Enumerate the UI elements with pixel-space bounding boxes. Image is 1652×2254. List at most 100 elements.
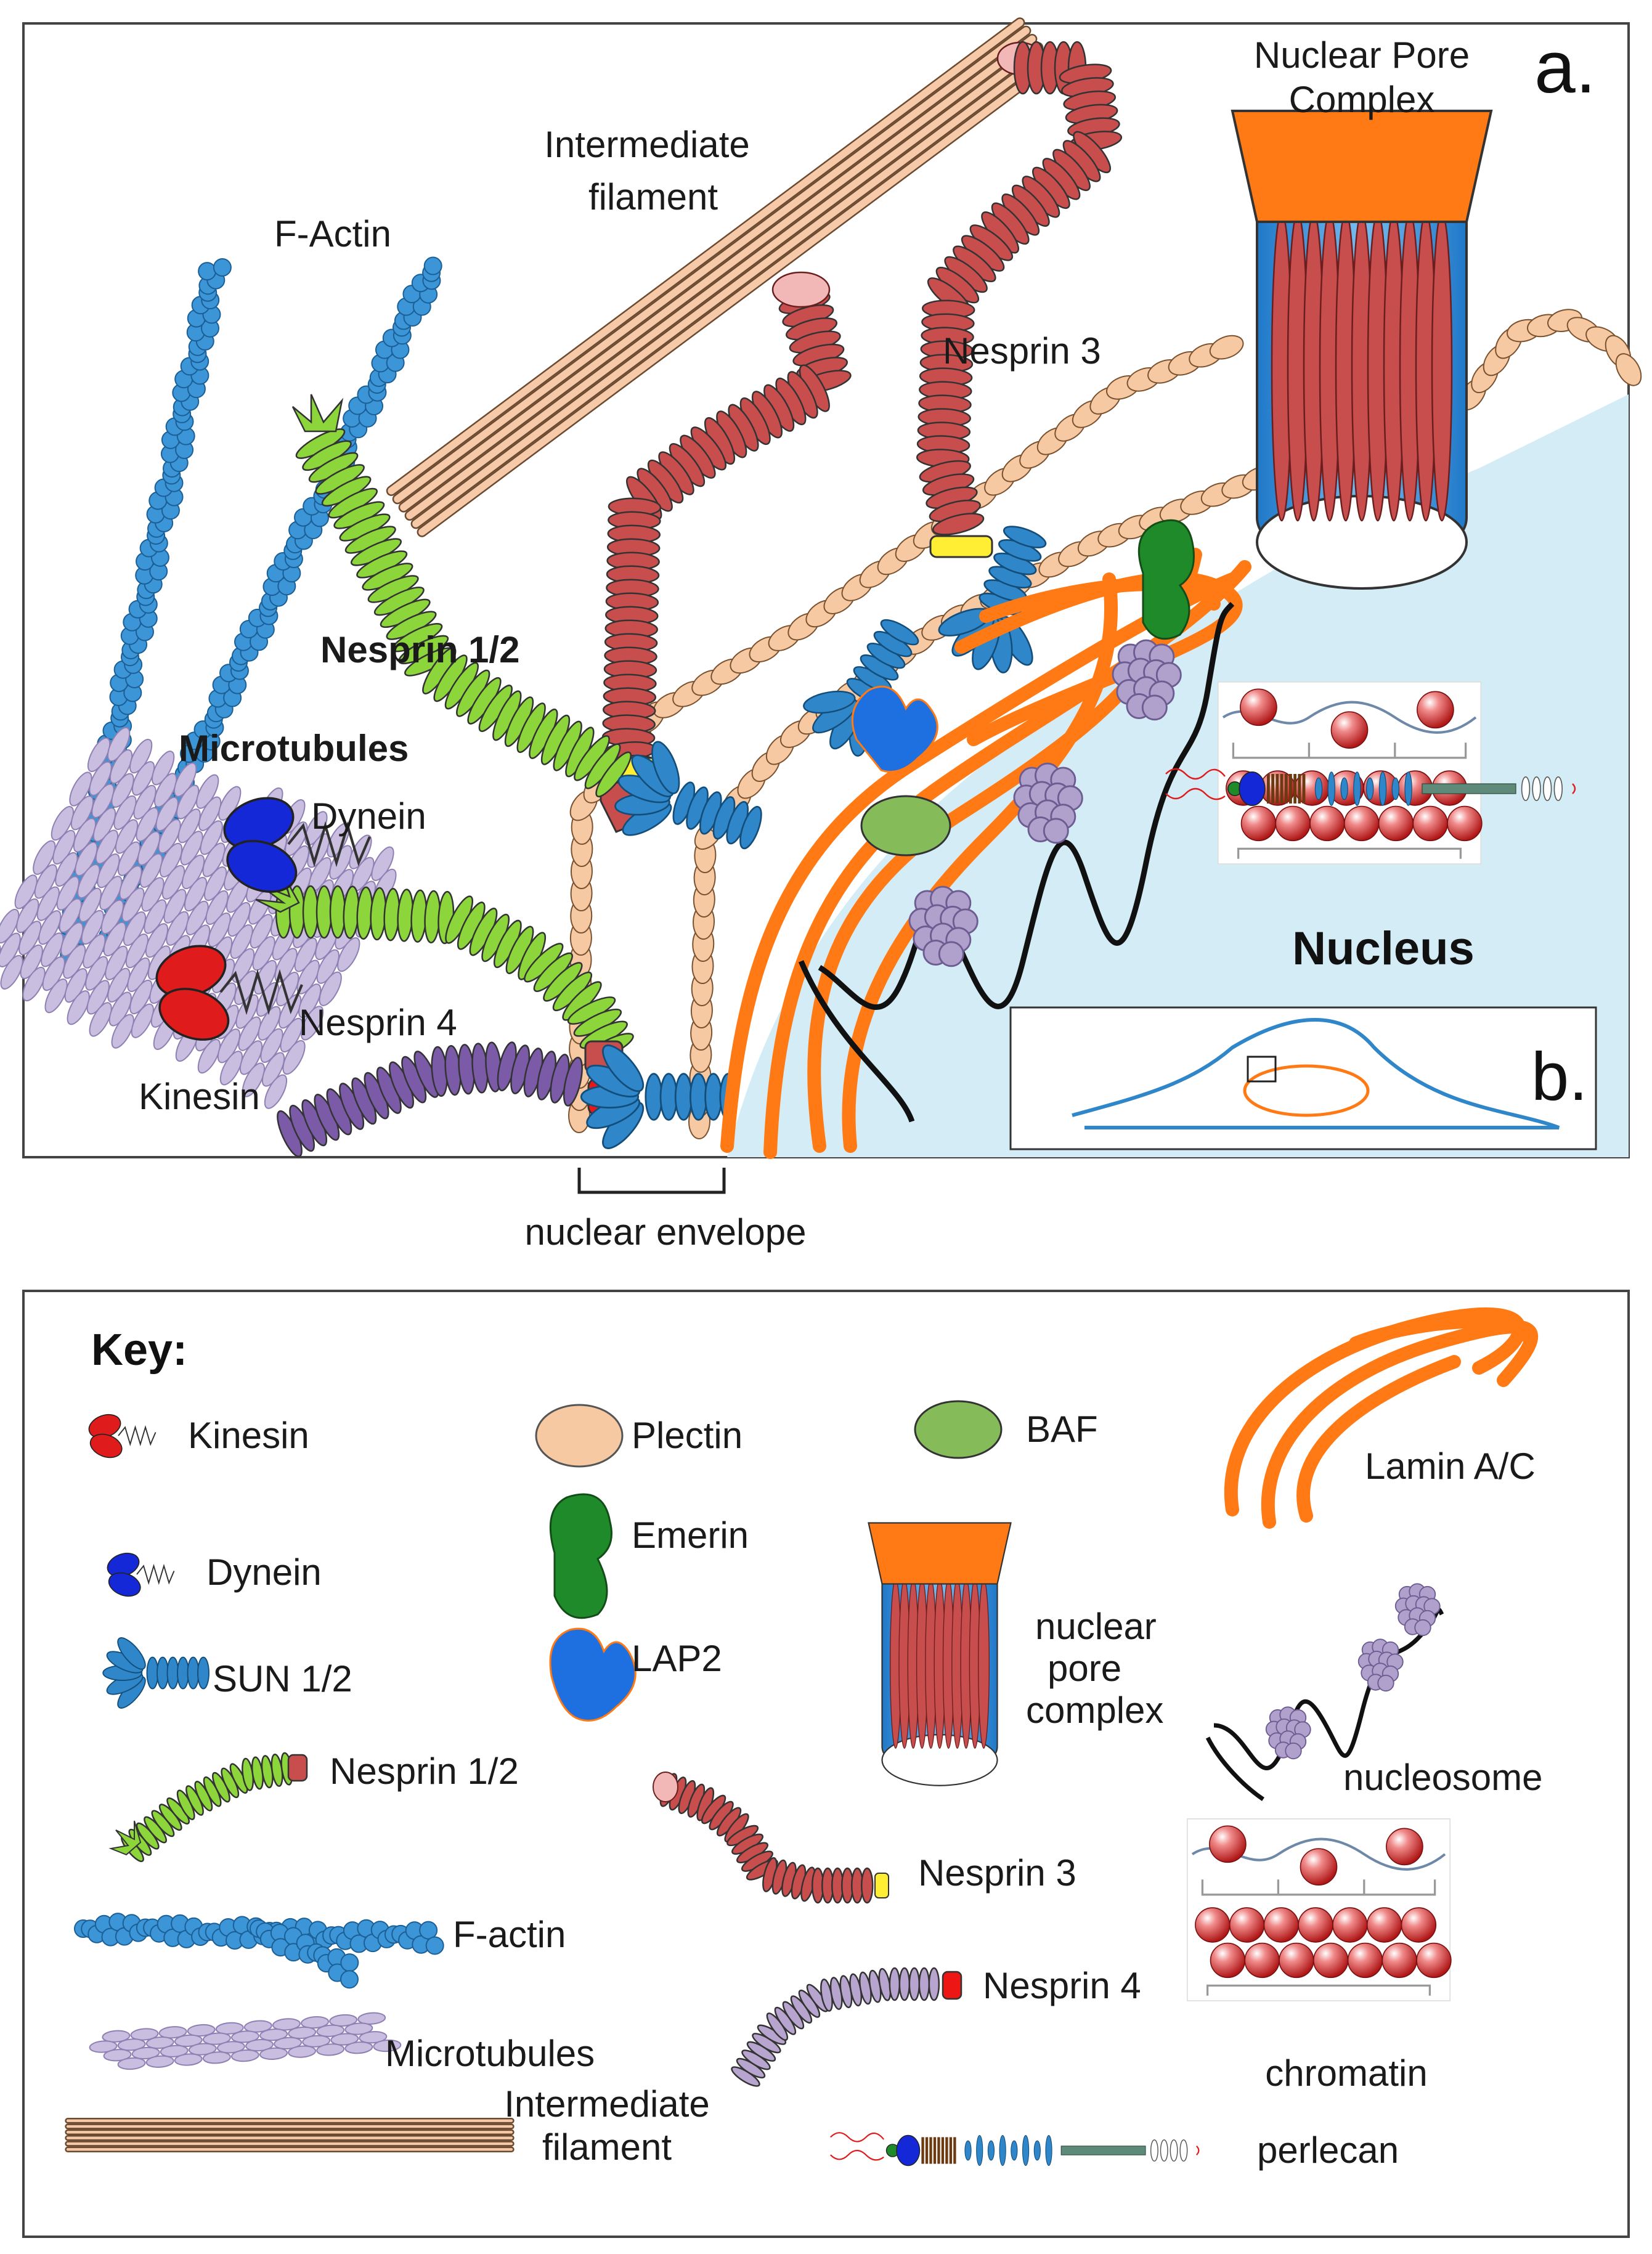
microtubule-bundle-unit <box>14 874 38 909</box>
microtubule-bundle-unit <box>69 771 92 807</box>
sun-cluster-head <box>602 1044 645 1092</box>
microtubule-bundle-unit <box>300 1006 324 1041</box>
key-microtubule-icon-unit <box>259 2047 288 2060</box>
microtubule-bundle-unit <box>123 911 147 946</box>
microtubule-bundle-unit <box>55 852 78 887</box>
key-microtubule-icon-unit <box>158 2026 187 2039</box>
key-chromatin-icon-fiber-sphere <box>1210 1942 1246 1979</box>
key-nesprin4-icon <box>731 1967 940 2087</box>
emerin-protein <box>1137 519 1195 640</box>
label-microtubules: Microtubules <box>179 728 409 769</box>
key-kinesin-icon <box>88 1414 157 1459</box>
nuclear-pore-complex-cap <box>1231 110 1493 223</box>
perlecan-inset-domain-3 <box>1293 774 1296 804</box>
microtubule-bundle-unit <box>177 808 201 844</box>
key-microtubule-icon-unit <box>230 2049 259 2062</box>
label-nesprin12: Nesprin 1/2 <box>320 629 519 670</box>
key-perlecan-icon-domain-4 <box>976 2134 983 2167</box>
key-npc-icon-strand <box>978 1578 990 1749</box>
key-title: Key: <box>91 1325 187 1375</box>
perlecan-inset-domain-4 <box>1327 771 1336 806</box>
microtubule-bundle-unit <box>103 921 126 957</box>
key-chromatin-icon-bracket <box>1206 1984 1431 1996</box>
key-npc-icon <box>868 1522 1012 1786</box>
key-dynein-icon <box>107 1552 175 1597</box>
perlecan-inset-domain-4 <box>1404 771 1412 806</box>
lamin-meshwork-strand <box>979 577 1221 623</box>
kinesin-motor-stalk <box>219 969 303 1015</box>
sun-cluster-head <box>803 690 856 714</box>
microtubule-bundle-unit <box>159 842 183 877</box>
key-chromatin-icon-fiber-sphere <box>1298 1907 1333 1943</box>
microtubule-bundle-unit <box>217 1028 241 1064</box>
panel-b-frame <box>1009 1006 1597 1150</box>
microtubule-bundle-unit <box>203 866 227 901</box>
key-lap2-icon <box>549 1627 637 1722</box>
microtubule-bundle-unit <box>78 887 102 922</box>
chromatin-inset-nucleosome <box>1330 711 1369 749</box>
nesprin12-protein <box>275 885 634 1061</box>
microtubule-bundle-unit <box>111 773 134 808</box>
microtubule-bundle-unit <box>137 831 161 866</box>
chromatin-inset-bracket <box>1237 847 1462 859</box>
key-plectin-icon <box>535 1404 624 1468</box>
key-microtubule-icon-unit <box>259 2028 288 2041</box>
key-legend <box>65 1307 1539 2167</box>
key-microtubule-icon-unit <box>174 2053 203 2066</box>
chromatin-inset-fiber-sphere <box>1309 805 1345 842</box>
microtubule-bundle-unit <box>196 774 219 809</box>
key-factin-icon-bead <box>419 1921 438 1940</box>
key-label-lap2: LAP2 <box>632 1638 722 1679</box>
perlecan-inset-domain-3 <box>1267 774 1270 804</box>
perlecan-inset-domain-3 <box>1302 774 1306 804</box>
key-label-nesprin3: Nesprin 3 <box>918 1852 1076 1894</box>
key-factin-icon <box>250 1919 359 1989</box>
key-chromatin-icon-fiber-sphere <box>1332 1907 1368 1943</box>
microtubule-bundle-unit <box>239 1040 263 1075</box>
key-dna-strand <box>1205 1736 1264 1801</box>
microtubule-bundle-unit <box>129 979 153 1015</box>
microtubule-bundle-unit <box>63 944 86 979</box>
key-microtubule-icon-unit <box>89 2040 118 2053</box>
key-microtubule-icon-unit <box>215 2022 244 2035</box>
key-microtubule-icon-unit <box>316 2043 345 2056</box>
key-nesprin4-icon-segment <box>898 1967 911 2001</box>
microtubule-bundle-unit <box>52 829 76 865</box>
dynein-motor-stalk <box>287 821 371 868</box>
label-nucleus: Nucleus <box>1292 922 1475 975</box>
microtubule-bundle-unit <box>261 1052 285 1087</box>
microtubule-bundle-unit <box>33 840 56 875</box>
microtubule-bundle-unit <box>337 937 360 972</box>
key-dna-strand <box>1213 1607 1444 1770</box>
nesprin12-calponin <box>291 394 344 433</box>
key-chromatin-icon-fiber-sphere <box>1229 1907 1265 1943</box>
key-lamin-icon <box>1224 1307 1539 1529</box>
key-microtubule-icon-unit <box>145 2055 174 2068</box>
microtubule-bundle-unit <box>109 749 133 784</box>
microtubule-bundle-unit <box>298 983 322 1019</box>
key-microtubule-icon-unit <box>130 2028 159 2041</box>
intermediate-filament-strand <box>412 52 1048 527</box>
perlecan-inset-domain-2 <box>1239 771 1266 807</box>
microtubule-bundle-unit <box>59 898 82 933</box>
if-binding-end <box>771 271 831 308</box>
microtubule-bundle-unit <box>38 910 62 945</box>
microtubule-bundle-unit <box>163 889 187 924</box>
intermediate-filament-strand <box>388 18 1023 495</box>
key-label-sun: SUN 1/2 <box>213 1658 352 1699</box>
key-histone-subunit <box>1285 1742 1302 1760</box>
microtubule-bundle-unit <box>131 761 155 796</box>
perlecan-inset-domain-3 <box>1276 774 1279 804</box>
plectin-chain-bead <box>1615 353 1642 386</box>
key-microtubule-icon-unit <box>302 2035 331 2048</box>
key-labels: Key: Kinesin Plectin BAF Lamin A/C Dynei… <box>91 1325 1543 2171</box>
nuclear-envelope-bracket <box>577 1168 726 1194</box>
microtubule-bundle-unit <box>22 966 46 1002</box>
key-perlecan-icon-domain-4 <box>1011 2140 1018 2161</box>
histone-octamer-subunit <box>1141 694 1168 721</box>
microtubule-bundle-unit <box>86 980 110 1015</box>
label-nesprin4: Nesprin 4 <box>299 1002 457 1043</box>
perlecan-inset-domain-3 <box>1280 774 1284 804</box>
key-microtubule-icon-unit <box>359 2031 388 2044</box>
key-microtubule-icon-unit <box>131 2046 160 2060</box>
